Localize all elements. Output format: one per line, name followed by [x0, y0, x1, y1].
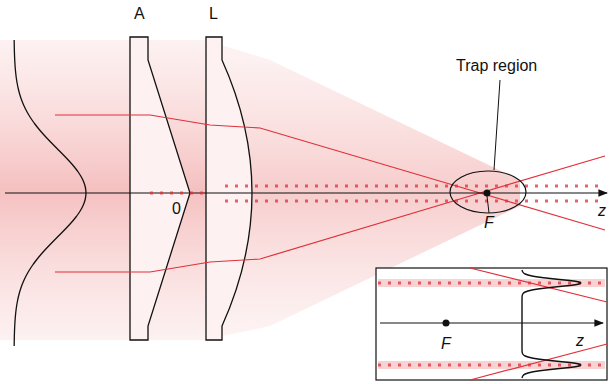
focus-point: [484, 190, 491, 197]
leader-line: [487, 196, 489, 213]
axis-label: z: [576, 333, 584, 349]
axicon: [130, 37, 190, 340]
bessel-beam: [150, 186, 605, 201]
lens: [206, 37, 252, 340]
part-label: A: [134, 6, 145, 22]
gaussian-profile: [14, 40, 86, 346]
trap-region-outline: [450, 171, 526, 213]
part-label: L: [209, 6, 218, 22]
leader-line: [494, 80, 500, 170]
focus-label: F: [441, 336, 451, 352]
origin-label: 0: [172, 201, 181, 217]
inset: [376, 268, 607, 380]
optical-axis: [5, 192, 607, 193]
axis-label: z: [598, 203, 606, 219]
focus-label: F: [484, 215, 494, 231]
region-label: Trap region: [456, 58, 537, 74]
